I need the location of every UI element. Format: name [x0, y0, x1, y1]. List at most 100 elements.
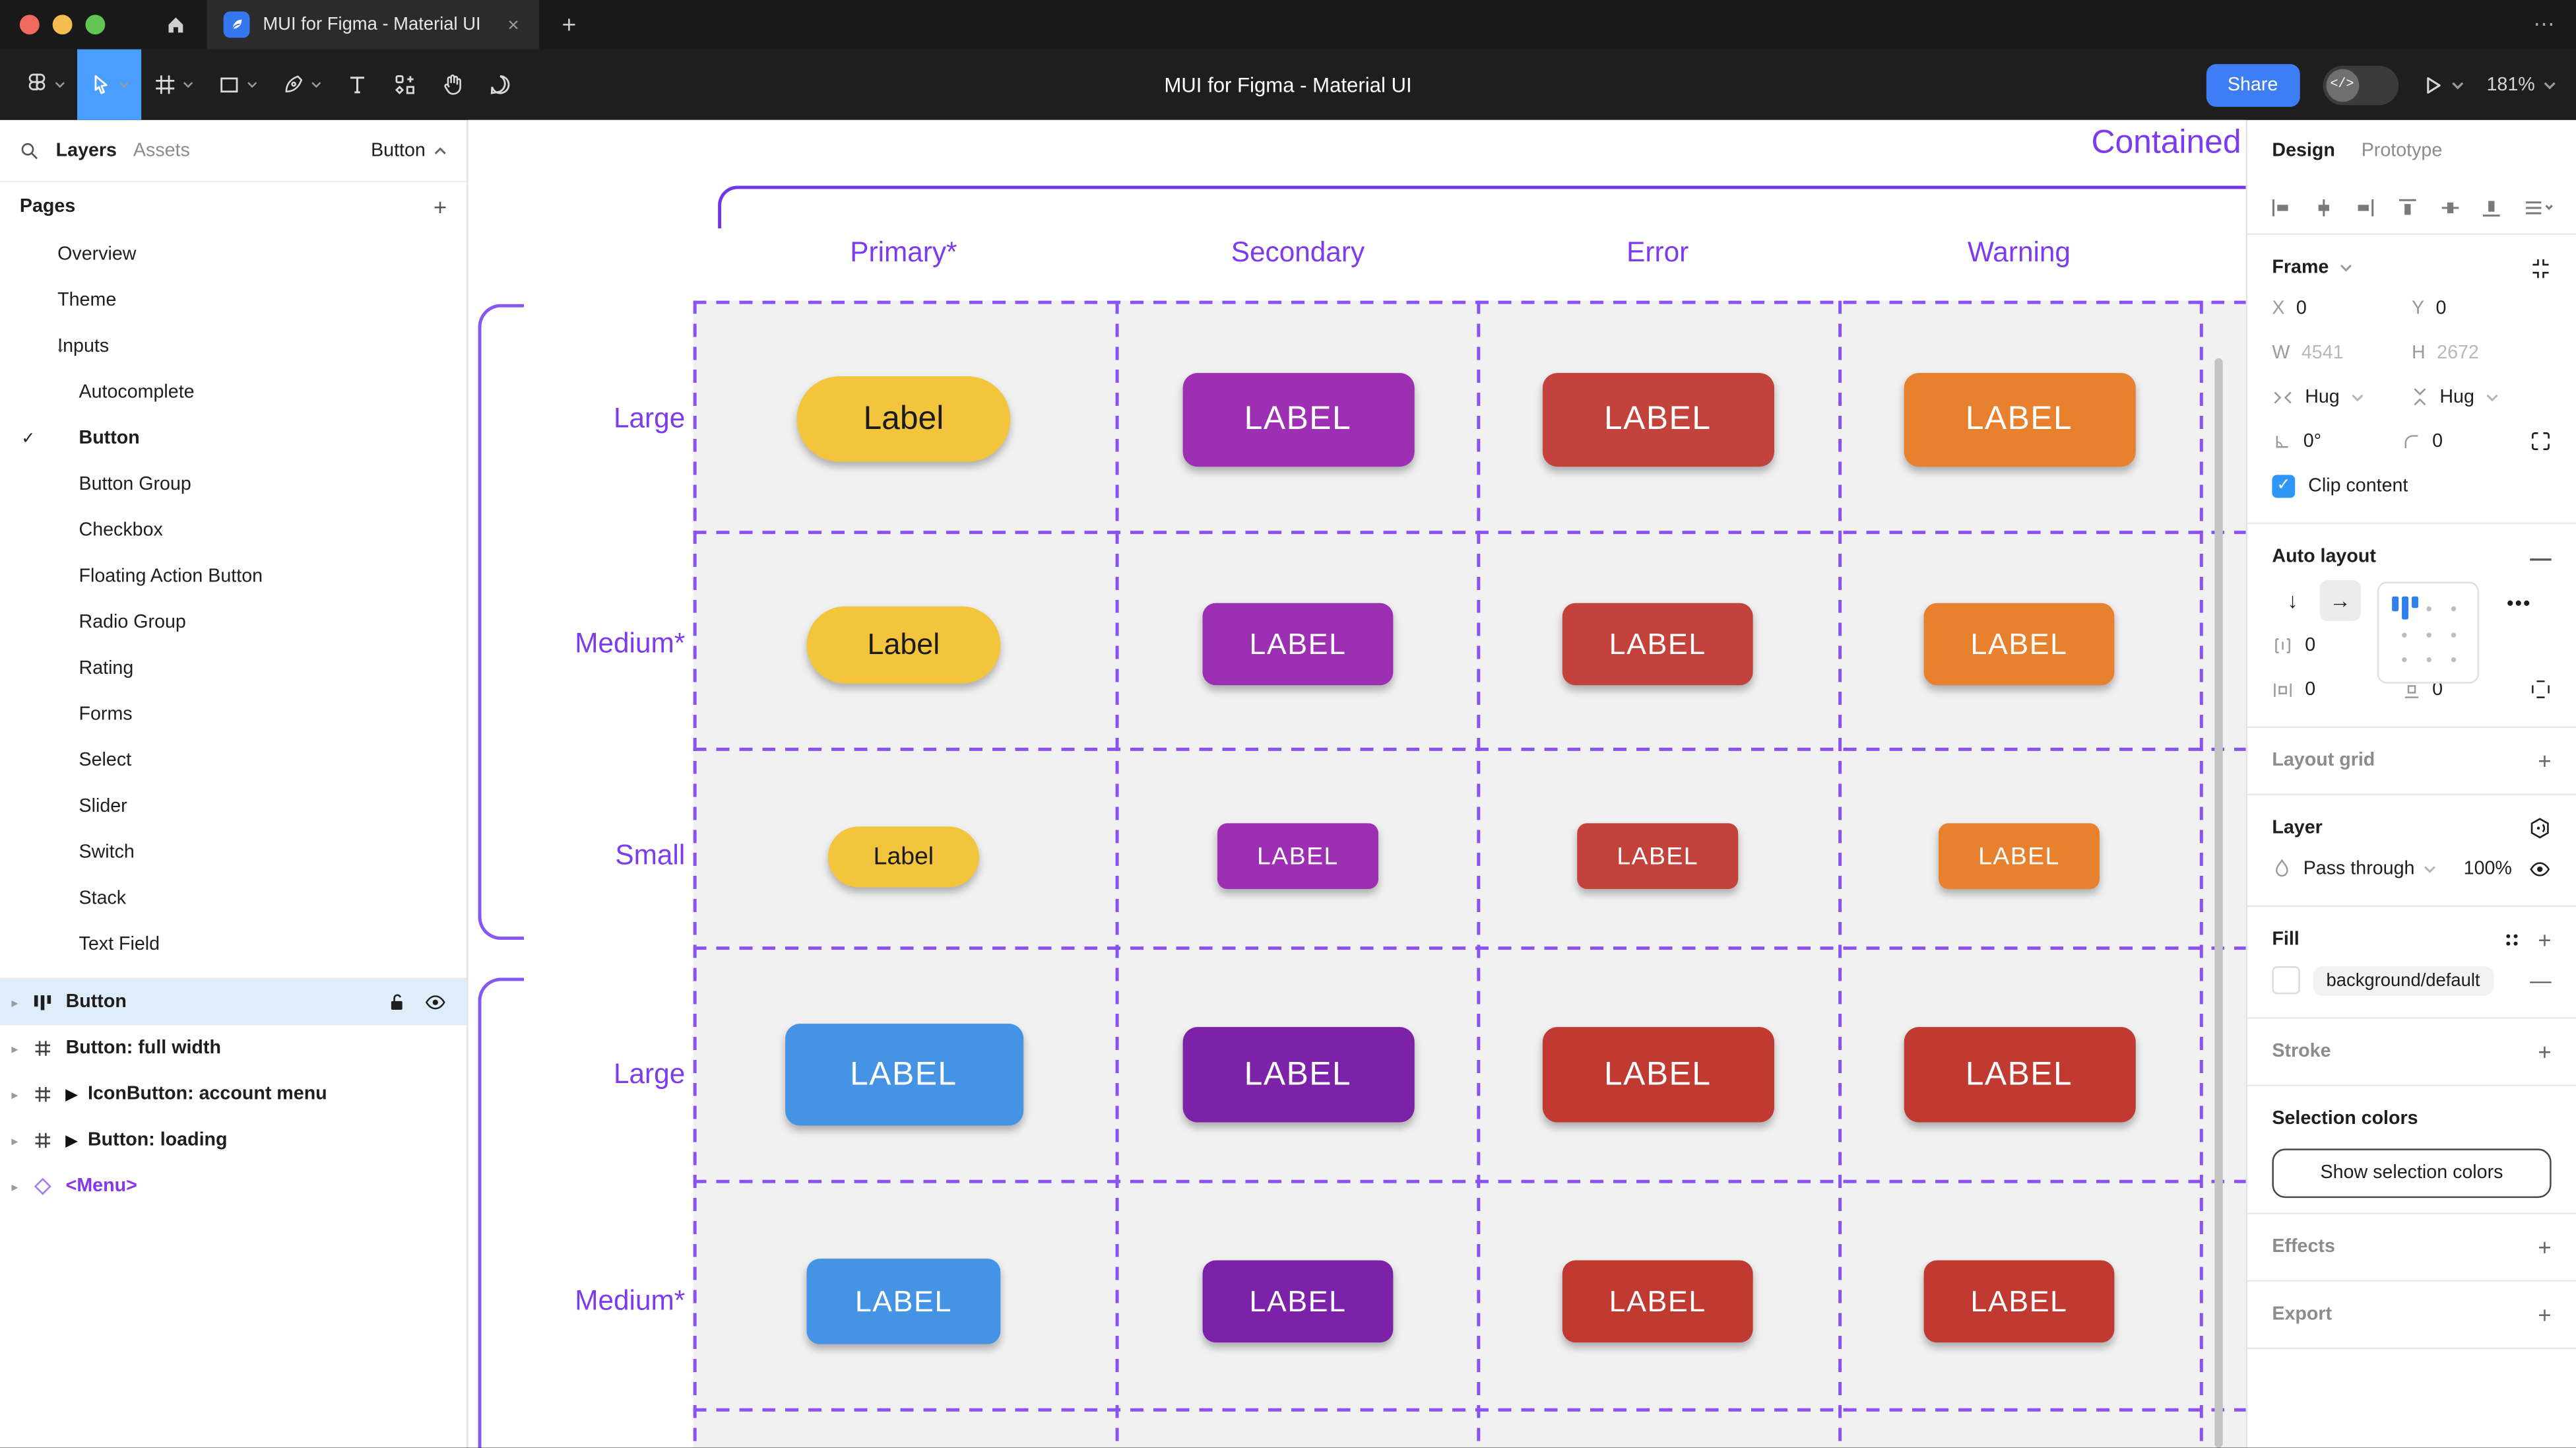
canvas-button-medium-2[interactable]: LABEL: [1562, 603, 1753, 686]
page-item-slider[interactable]: Slider: [0, 784, 467, 830]
expand-chevron-icon[interactable]: ▸: [11, 1179, 18, 1194]
collapse-panel-icon[interactable]: [2530, 257, 2551, 279]
expand-chevron-icon[interactable]: ▸: [11, 1087, 18, 1102]
layout-vertical-icon[interactable]: ↓: [2287, 588, 2298, 613]
align-vertical-center-icon[interactable]: [2437, 195, 2462, 219]
fill-row[interactable]: background/default —: [2272, 958, 2552, 1003]
tab-assets[interactable]: Assets: [133, 140, 190, 160]
page-item-overview[interactable]: Overview: [0, 232, 467, 278]
main-menu[interactable]: [13, 49, 77, 120]
vertical-resizing-dropdown[interactable]: Hug: [2412, 386, 2552, 407]
align-horizontal-center-icon[interactable]: [2311, 195, 2335, 219]
page-item-theme[interactable]: Theme: [0, 278, 467, 324]
add-effect-icon[interactable]: +: [2538, 1234, 2552, 1261]
expand-chevron-icon[interactable]: ▸: [11, 1041, 18, 1056]
canvas-button-medium-2[interactable]: LABEL: [1562, 1260, 1753, 1343]
show-selection-colors-button[interactable]: Show selection colors: [2272, 1148, 2552, 1199]
current-page-selector[interactable]: Button: [371, 141, 447, 160]
tab-layers[interactable]: Layers: [55, 140, 117, 160]
canvas-button-large-3[interactable]: LABEL: [1903, 372, 2135, 466]
auto-layout-more-icon[interactable]: •••: [2507, 595, 2532, 615]
zoom-level-menu[interactable]: 181%: [2487, 75, 2557, 94]
horizontal-padding-field[interactable]: 0: [2272, 680, 2400, 699]
home-button[interactable]: [145, 0, 207, 49]
minimize-window-button[interactable]: [52, 15, 73, 35]
remove-auto-layout-icon[interactable]: —: [2530, 544, 2552, 570]
eye-icon[interactable]: [424, 994, 447, 1010]
rotation-field[interactable]: 0°: [2272, 432, 2400, 451]
frame-section-title[interactable]: Frame: [2272, 257, 2329, 278]
clip-content-row[interactable]: ✓ Clip content: [2272, 463, 2551, 508]
canvas-button-medium-3[interactable]: LABEL: [1923, 1260, 2115, 1343]
close-window-button[interactable]: [19, 15, 40, 35]
remove-fill-icon[interactable]: —: [2530, 968, 2552, 993]
align-bottom-icon[interactable]: [2480, 195, 2504, 219]
page-item-autocomplete[interactable]: Autocomplete: [0, 370, 467, 416]
frame-tool[interactable]: [141, 49, 205, 120]
page-item-text-field[interactable]: Text Field: [0, 922, 467, 968]
canvas-button-medium-0[interactable]: LABEL: [806, 1259, 1001, 1344]
layer-item-button-full-width[interactable]: ▸Button: full width: [0, 1026, 467, 1072]
comment-tool[interactable]: [476, 49, 524, 120]
page-item-button[interactable]: ✓Button: [0, 416, 467, 462]
canvas-button-small-2[interactable]: LABEL: [1577, 823, 1739, 889]
page-item-inputs[interactable]: ↓Inputs: [0, 323, 467, 370]
share-button[interactable]: Share: [2206, 63, 2300, 106]
canvas-button-medium-0[interactable]: Label: [806, 605, 1001, 683]
canvas-button-large-1[interactable]: LABEL: [1182, 372, 1414, 466]
gap-field[interactable]: 0: [2272, 635, 2413, 655]
tab-prototype[interactable]: Prototype: [2361, 140, 2443, 160]
lock-open-icon[interactable]: [388, 993, 406, 1012]
text-tool[interactable]: [333, 49, 381, 120]
layer-opacity-value[interactable]: 100%: [2463, 858, 2512, 878]
expand-chevron-icon[interactable]: ▸: [11, 995, 18, 1010]
shape-tool[interactable]: [205, 49, 269, 120]
canvas-button-large-0[interactable]: LABEL: [784, 1024, 1023, 1126]
add-fill-icon[interactable]: +: [2538, 927, 2552, 954]
add-layout-grid-icon[interactable]: +: [2538, 747, 2552, 774]
canvas-button-medium-1[interactable]: LABEL: [1202, 1260, 1394, 1343]
move-tool[interactable]: [77, 49, 142, 120]
canvas-button-small-0[interactable]: Label: [827, 826, 979, 887]
new-tab-button[interactable]: +: [562, 11, 577, 39]
layer-item--menu-[interactable]: ▸<Menu>: [0, 1164, 467, 1210]
layer-item-button[interactable]: ▸Button: [0, 979, 467, 1026]
pen-tool[interactable]: [269, 49, 333, 120]
add-page-button[interactable]: +: [433, 193, 447, 220]
search-icon[interactable]: [20, 141, 40, 160]
add-export-icon[interactable]: +: [2538, 1301, 2552, 1328]
eye-icon[interactable]: [2528, 860, 2552, 876]
individual-corners-icon[interactable]: [2530, 430, 2551, 451]
align-top-icon[interactable]: [2395, 195, 2420, 219]
canvas-button-medium-1[interactable]: LABEL: [1202, 603, 1394, 686]
canvas-button-large-0[interactable]: Label: [796, 376, 1011, 462]
page-item-switch[interactable]: Switch: [0, 830, 467, 876]
alignment-widget[interactable]: [2377, 581, 2480, 684]
layer-item-iconbutton-account-menu[interactable]: ▸▶ IconButton: account menu: [0, 1071, 467, 1117]
corner-radius-field[interactable]: 0: [2401, 432, 2530, 451]
individual-padding-icon[interactable]: [2530, 678, 2551, 700]
horizontal-resizing-dropdown[interactable]: Hug: [2272, 387, 2412, 407]
styles-icon[interactable]: [2501, 930, 2521, 950]
canvas-button-medium-3[interactable]: LABEL: [1923, 603, 2115, 686]
page-item-radio-group[interactable]: Radio Group: [0, 600, 467, 646]
align-right-icon[interactable]: [2353, 195, 2377, 219]
add-stroke-icon[interactable]: +: [2538, 1038, 2552, 1065]
page-item-checkbox[interactable]: Checkbox: [0, 508, 467, 554]
page-item-forms[interactable]: Forms: [0, 692, 467, 738]
canvas-button-large-2[interactable]: LABEL: [1541, 1027, 1774, 1123]
resources-tool[interactable]: [381, 49, 429, 120]
clip-content-checkbox[interactable]: ✓: [2272, 474, 2296, 498]
tab-design[interactable]: Design: [2272, 140, 2335, 160]
canvas-scrollbar[interactable]: [2214, 358, 2223, 1448]
expand-chevron-icon[interactable]: ▸: [11, 1133, 18, 1148]
fill-color-swatch[interactable]: [2272, 966, 2300, 995]
page-item-floating-action-button[interactable]: Floating Action Button: [0, 554, 467, 600]
distribute-menu-icon[interactable]: [2522, 195, 2555, 219]
file-tab[interactable]: MUI for Figma - Material UI ×: [207, 0, 539, 49]
